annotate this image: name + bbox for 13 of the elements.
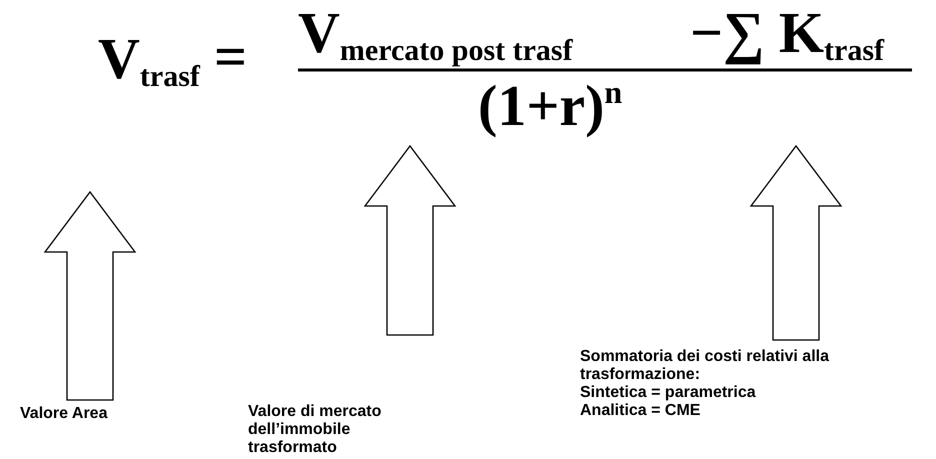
equals-sign: =	[214, 28, 248, 86]
formula-term: V$_{trasf}$	[98, 30, 200, 92]
annotation-text: Sommatoria dei costi relativi alla trasformazione:	[580, 348, 830, 384]
block-arrow	[750, 144, 842, 341]
formula-term: (1+r)$^{n}$	[478, 76, 622, 135]
formula-term: −∑ K$_{trasf}$	[690, 4, 884, 66]
annotation-text: Sintetica = parametrica	[580, 384, 757, 402]
annotation-text: Valore Area	[20, 405, 160, 423]
block-arrow	[44, 190, 136, 401]
annotation-text: Valore di mercato dell’immobile trasformato	[248, 403, 418, 457]
formula-term: V$_{mercato post trasf}$	[298, 4, 573, 66]
block-arrow	[364, 144, 456, 336]
annotation-text: Analitica = CME	[580, 402, 702, 420]
